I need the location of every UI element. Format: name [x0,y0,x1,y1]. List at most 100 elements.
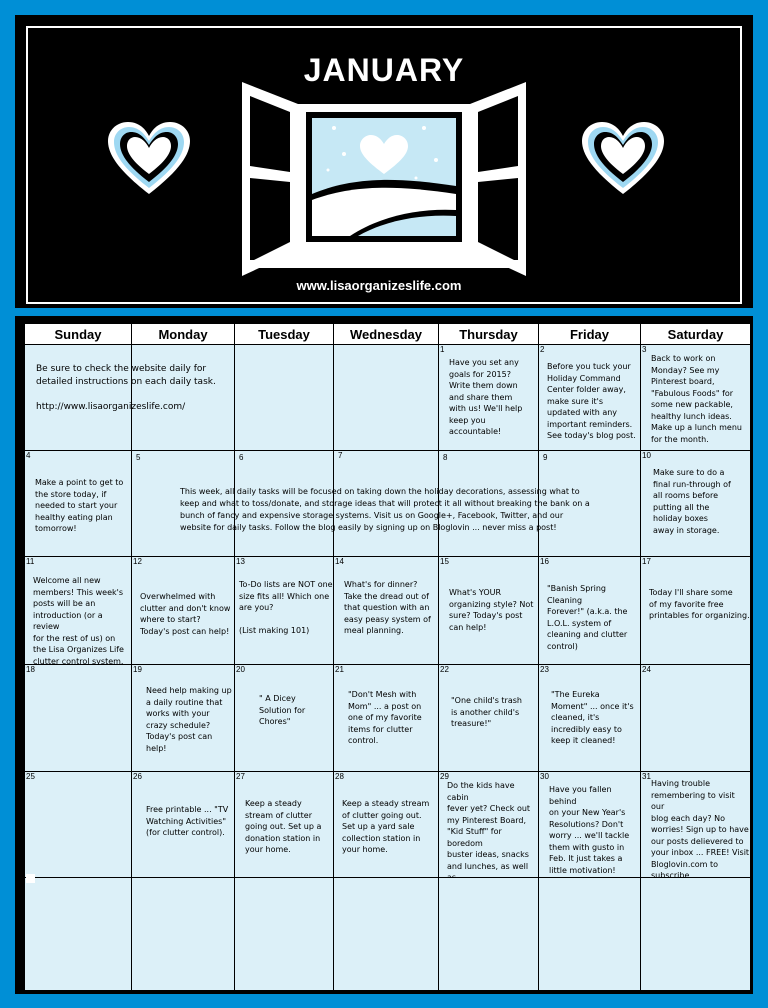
day-header: Wednesday [334,324,438,344]
day-note: "The Eureka Moment" ... once it's cleane… [551,690,634,745]
day-number: 17 [642,557,651,566]
day-cell: 22 "One child's trash is another child's … [439,665,538,771]
day-number: 18 [26,665,35,674]
corner-marker [26,874,35,883]
day-cell: 25 [25,772,131,877]
day-number: 29 [440,772,449,781]
day-header: Tuesday [235,324,333,344]
day-cell: 16 "Banish Spring Cleaning Forever!" (a.k… [539,557,640,664]
day-number: 11 [26,557,35,566]
header-border [26,26,742,304]
day-number: 4 [26,451,31,460]
day-number: 24 [642,665,651,674]
day-cell: 23 "The Eureka Moment" ... once it's clea… [539,665,640,771]
day-cell-empty [132,345,234,450]
day-number: 19 [133,665,142,674]
day-note: " A Dicey Solution for Chores" [259,694,306,726]
day-note: To-Do lists are NOT one size fits all! W… [239,580,333,635]
day-cell: 6 [235,451,333,556]
day-note: Keep a steady stream of clutter going ou… [342,799,430,854]
day-note: "One child's trash is another child's tr… [451,696,522,728]
day-note: Welcome all new members! This week's pos… [33,576,124,666]
day-number: 9 [543,453,548,462]
day-cell: 5 [132,451,234,556]
day-number: 2 [540,345,545,354]
day-header: Friday [539,324,640,344]
day-cell-empty [334,345,438,450]
day-number: 10 [642,451,651,460]
calendar-grid: Sunday Monday Tuesday Wednesday Thursday… [25,324,750,990]
day-cell-empty [25,345,131,450]
day-number: 25 [26,772,35,781]
day-number: 5 [136,453,141,462]
day-cell: 9 [539,451,640,556]
day-note: What's for dinner? Take the dread out of… [344,580,431,635]
website-url[interactable]: www.lisaorganizeslife.com [296,278,462,293]
day-cell: 7 [334,451,438,556]
day-header: Sunday [25,324,131,344]
day-cell-empty [641,878,750,990]
day-note: "Don't Mesh with Mom" ... a post on one … [348,690,422,745]
day-cell-empty [235,345,333,450]
day-header: Saturday [641,324,750,344]
day-note: Make a point to get to the store today, … [35,478,124,533]
day-number: 6 [239,453,244,462]
day-number: 16 [540,557,549,566]
day-note: Back to work on Monday? See my Pinterest… [651,354,742,444]
day-cell: 8 [439,451,538,556]
day-cell-empty [132,878,234,990]
day-number: 14 [335,557,344,566]
day-note: Free printable ... "TV Watching Activiti… [146,805,229,837]
day-number: 20 [236,665,245,674]
day-header: Thursday [439,324,538,344]
month-title: JANUARY [303,52,465,88]
day-cell: 18 [25,665,131,771]
day-number: 26 [133,772,142,781]
day-note: "Banish Spring Cleaning Forever!" (a.k.a… [547,584,628,651]
day-number: 23 [540,665,549,674]
day-number: 30 [540,772,549,781]
day-number: 3 [642,345,647,354]
intro-note: Be sure to check the website daily for d… [36,364,216,412]
day-cell: 20 " A Dicey Solution for Chores" [235,665,333,771]
day-note: Keep a steady stream of clutter going ou… [245,799,322,854]
day-note: Need help making up a daily routine that… [146,686,232,753]
day-number: 27 [236,772,245,781]
day-note: Make sure to do a final run-through of a… [653,468,731,535]
day-note: Have you fallen behind on your New Year'… [549,785,630,875]
day-number: 22 [440,665,449,674]
day-cell-empty [539,878,640,990]
day-note: Having trouble remembering to visit our … [651,779,750,880]
open-window-icon [242,82,526,276]
heart-icon [108,122,190,194]
day-header: Monday [132,324,234,344]
day-note: Today I'll share some of my favorite fre… [649,588,750,620]
day-number: 8 [443,453,448,462]
day-cell-empty [439,878,538,990]
day-number: 21 [335,665,344,674]
day-number: 15 [440,557,449,566]
day-cell-empty [25,878,131,990]
day-note: Before you tuck your Holiday Command Cen… [547,362,636,440]
day-number: 28 [335,772,344,781]
day-note: Overwhelmed with clutter and don't know … [140,592,231,636]
day-cell-empty [334,878,438,990]
day-number: 31 [642,772,651,781]
